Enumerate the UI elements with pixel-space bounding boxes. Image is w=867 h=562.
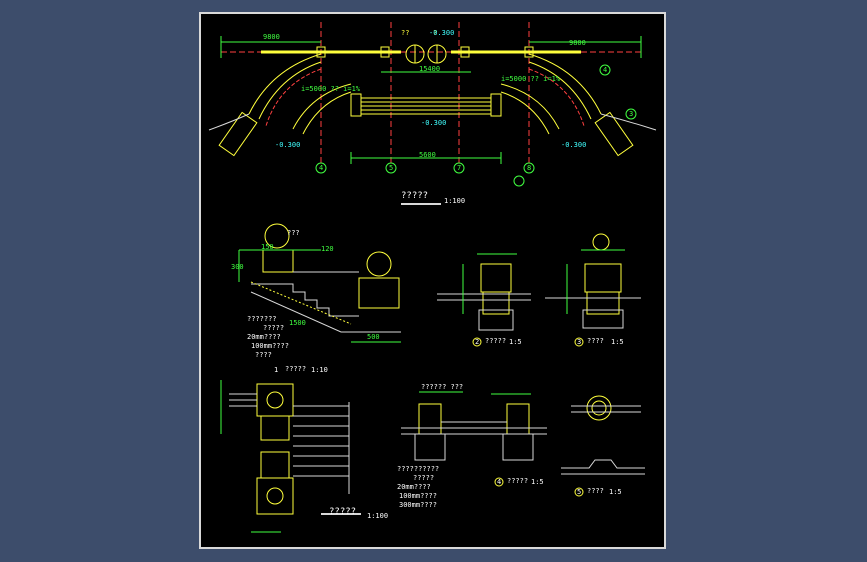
cad-drawing	[208, 22, 657, 533]
plan-scale: 1:100	[444, 197, 466, 205]
detail-3-scale: 1:5	[611, 338, 624, 346]
plan-level-1: -0.300	[421, 119, 447, 127]
top-ornament	[405, 44, 447, 64]
cars	[218, 111, 634, 157]
road-curves	[208, 113, 657, 131]
detail-5-marker: 5	[577, 488, 582, 496]
plan-top-mark-1: ??	[401, 29, 410, 37]
section-dim-1: 150	[261, 243, 274, 251]
plan-axis-5: 5	[389, 164, 394, 172]
section-note-1: ???????	[247, 315, 277, 323]
detail-4	[401, 391, 547, 487]
detail-2-title: ?????	[485, 337, 507, 345]
plan-axis-7: 7	[457, 164, 462, 172]
dimension-lines	[220, 36, 642, 164]
elevation-tag: ?????? ???	[421, 383, 464, 391]
elevation-note-1: ??????????	[397, 465, 440, 473]
plan-axis-8: 8	[527, 164, 532, 172]
red-arcs	[265, 68, 585, 127]
section-title: ?????	[285, 365, 307, 373]
section-note-4: 100mm????	[251, 342, 289, 350]
detail-3-title: ????	[587, 337, 604, 345]
axis-bubbles	[315, 64, 637, 187]
plan-dim-left: 9800	[263, 33, 280, 41]
plan-title: ?????	[401, 191, 429, 201]
section-dim-2: 120	[321, 245, 334, 253]
section-dim-5: 1500	[289, 319, 306, 327]
plan-dim-center: 15400	[419, 65, 441, 73]
detail-2-marker: 2	[475, 338, 480, 346]
curved-walls	[248, 53, 602, 135]
plan-axis-4: 4	[319, 164, 324, 172]
detail-4-scale: 1:5	[531, 478, 544, 486]
axis-lines	[221, 22, 641, 164]
plan-slope-left: i=5000 ?? i=1%	[301, 85, 361, 93]
section-marker: 1	[274, 366, 279, 374]
detail-4-marker: 4	[497, 478, 502, 486]
section-label: ???	[287, 229, 300, 237]
section-note-5: ????	[255, 351, 272, 359]
plan-level-4: -0.300	[429, 29, 455, 37]
detail-5	[561, 395, 645, 497]
section-dim-4: 500	[367, 333, 380, 341]
elevation-note-2: ?????	[413, 474, 435, 482]
detail-2-scale: 1:5	[509, 338, 522, 346]
plan-level-3: -0.300	[561, 141, 587, 149]
elevation-note-4: 100mm????	[399, 492, 437, 500]
plan-dim-bottom: 5600	[419, 151, 436, 159]
elevation-note-5: 300mm????	[399, 501, 437, 509]
elevation-title: ?????	[329, 507, 357, 517]
section-note-2: ?????	[263, 324, 285, 332]
detail-5-scale: 1:5	[609, 488, 622, 496]
detail-3	[545, 233, 641, 347]
steps	[361, 97, 491, 115]
pillars	[316, 46, 534, 117]
plan-callout-1: 4	[603, 66, 608, 74]
drawing-sheet: ?? ? 9800 9800 15400 5600 i=5000 ?? i=1%…	[199, 12, 666, 549]
detail-4-title: ?????	[507, 477, 529, 485]
plan-top-mark-2: ?	[433, 29, 438, 37]
detail-2	[437, 253, 531, 347]
elevation-note-3: 20mm????	[397, 483, 431, 491]
section-detail	[238, 223, 401, 343]
section-dim-3: 300	[231, 263, 244, 271]
elevation-view	[220, 380, 361, 533]
section-scale: 1:10	[311, 366, 328, 374]
plan-level-2: -0.300	[275, 141, 301, 149]
detail-3-marker: 3	[577, 338, 582, 346]
plan-callout-2: 3	[629, 110, 634, 118]
section-note-3: 20mm????	[247, 333, 281, 341]
detail-5-title: ????	[587, 487, 604, 495]
plan-slope-right: i=5000 ?? i=1%	[501, 75, 561, 83]
elevation-scale: 1:100	[367, 512, 389, 520]
plan-dim-right: 9800	[569, 39, 586, 47]
plan-view	[208, 22, 657, 205]
